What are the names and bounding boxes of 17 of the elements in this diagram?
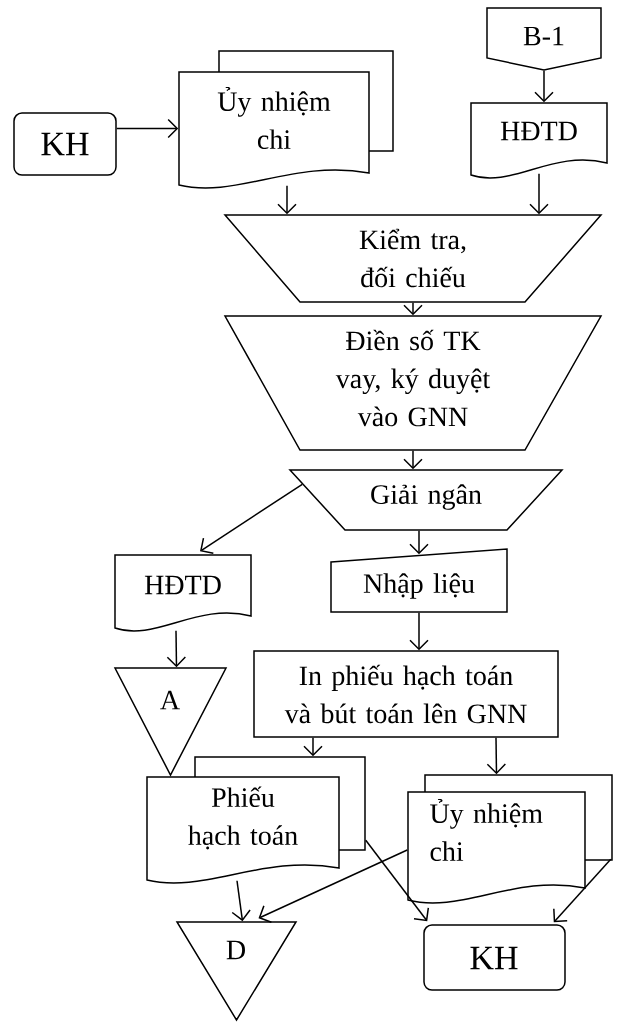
arrow	[258, 849, 408, 923]
arrow	[409, 530, 429, 555]
arrow	[116, 118, 179, 139]
arrow	[486, 737, 507, 775]
arrow	[166, 630, 187, 668]
process-box: In phiếu hạch toán và bút toán lên GNN	[253, 650, 559, 738]
off-page-connector: B-1	[486, 7, 602, 71]
arrow	[365, 839, 430, 922]
arrow	[529, 173, 549, 215]
arrow	[409, 612, 429, 651]
arrow	[534, 70, 554, 103]
terminal-box: KH	[13, 112, 117, 176]
terminal-box: KH	[423, 924, 566, 991]
arrow	[553, 858, 612, 923]
arrow	[277, 185, 297, 215]
arrow	[231, 880, 251, 922]
arrow	[200, 483, 303, 554]
